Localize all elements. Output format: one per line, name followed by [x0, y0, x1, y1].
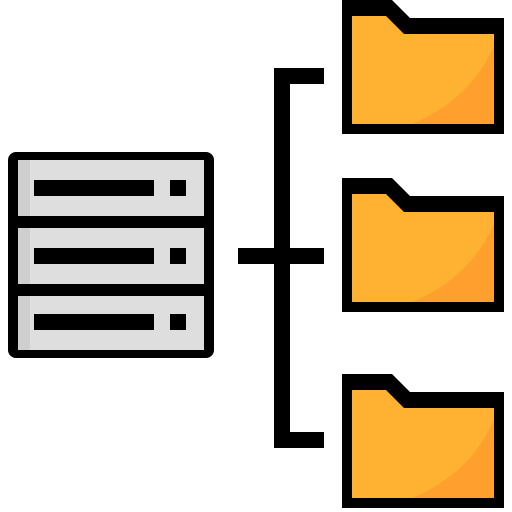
- server-unit-2: [18, 228, 204, 284]
- server-rack-icon: [8, 152, 214, 358]
- server-unit-3: [18, 296, 204, 350]
- server-unit-2-light: [170, 248, 186, 264]
- server-unit-1-light: [170, 180, 186, 196]
- folder-icon-bottom: [342, 374, 504, 508]
- folder-icon-middle: [342, 178, 504, 312]
- server-unit-3-light: [170, 314, 186, 330]
- server-unit-1-slot: [34, 180, 154, 196]
- server-unit-1: [18, 160, 204, 216]
- branch-connector-line: [274, 68, 324, 448]
- connector-lines: [238, 68, 324, 448]
- server-unit-2-slot: [34, 248, 154, 264]
- server-unit-3-slot: [34, 314, 154, 330]
- folder-icon-top: [342, 0, 504, 134]
